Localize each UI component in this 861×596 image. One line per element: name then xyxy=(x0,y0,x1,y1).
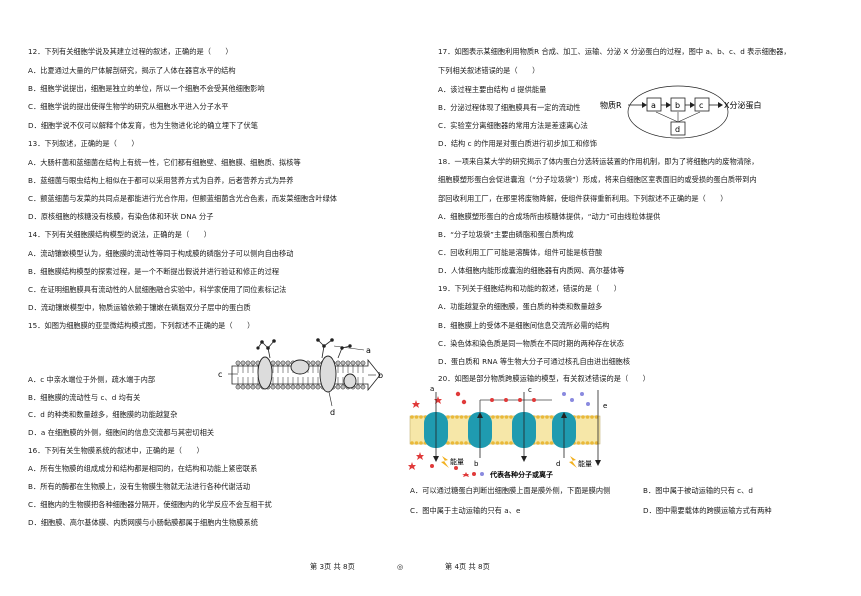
fig20-label-c: c xyxy=(528,386,532,394)
q16-option-b: B．所有的酶都在生物膜上，没有生物膜生物就无法进行各种代谢活动 xyxy=(28,482,251,491)
q13-option-c: C．颤蓝细菌与发菜的共同点是都能进行光合作用，但颤蓝细菌含光合色素，而发菜细胞含… xyxy=(28,194,338,203)
q16-option-a: A．所有生物膜的组成成分和结构都是相同的，在结构和功能上紧密联系 xyxy=(28,464,258,473)
q14-option-b: B．细胞膜结构模型的探索过程，是一个不断提出假说并进行验证和修正的过程 xyxy=(28,267,280,276)
secretion-pathway-figure: 物质R X分泌蛋白 a b c d xyxy=(600,85,761,139)
q12-stem: 12．下列有关细胞学说及其建立过程的叙述，正确的是（ ） xyxy=(28,47,233,56)
q20-option-d: D．图中需要载体的跨膜运输方式有两种 xyxy=(643,506,772,515)
energy-label-right: 能量 xyxy=(578,459,592,468)
q17-option-b: B．分泌过程体现了细胞膜具有一定的流动性 xyxy=(438,103,581,112)
fig-label-c: c xyxy=(218,370,222,379)
q13-option-a: A．大肠杆菌和蓝细菌在结构上有统一性，它们都有细胞壁、细胞膜、细胞质、拟核等 xyxy=(28,158,301,167)
q16-option-c: C．细胞内的生物膜把各种细胞器分隔开，使细胞内的化学反应不会互相干扰 xyxy=(28,500,272,509)
q18-stem-2: 细胞膜塑形蛋白会促进囊泡（“分子垃圾袋”）形成，将来自细胞区室表面旧的或受损的蛋… xyxy=(438,175,757,184)
footer-right-page: 第 4页 共 8页 xyxy=(445,562,490,571)
fig20-label-b: b xyxy=(474,460,479,468)
q14-stem: 14．下列有关细胞膜结构模型的说法，正确的是（ ） xyxy=(28,230,211,239)
q18-option-a: A．细胞膜塑形蛋白的合成场所由核糖体提供，“动力”可由线粒体提供 xyxy=(438,212,661,221)
fig-output-label: X分泌蛋白 xyxy=(724,100,761,110)
fig-box-a: a xyxy=(651,101,656,110)
energy-label-left: 能量 xyxy=(450,457,464,466)
q19-option-a: A．功能越复杂的细胞膜，蛋白质的种类和数量越多 xyxy=(438,302,603,311)
q18-option-c: C．回收利用工厂可能是溶酶体，组件可能是核苷酸 xyxy=(438,248,603,257)
footer-center-mark: ◎ xyxy=(397,562,404,571)
q14-option-a: A．流动镶嵌模型认为，细胞膜的流动性等同于构成膜的磷脂分子可以侧向自由移动 xyxy=(28,249,294,258)
q15-option-a: A．c 中亲水端位于外侧，疏水端于内部 xyxy=(28,375,156,384)
fig-label-d: d xyxy=(330,408,335,417)
q12-option-b: B．细胞学说提出，细胞是独立的单位，所以一个细胞不会受其他细胞影响 xyxy=(28,84,265,93)
q14-option-d: D．流动镶嵌模型中，物质运输依赖于镶嵌在磷脂双分子层中的蛋白质 xyxy=(28,303,251,312)
q16-option-d: D．细胞膜、高尔基体膜、内质网膜与小肠黏膜都属于细胞内生物膜系统 xyxy=(28,518,258,527)
q14-option-c: C．在证明细胞膜具有流动性的人鼠细胞融合实验中，科学家使用了同位素标记法 xyxy=(28,285,287,294)
q20-option-a: A．可以通过糖蛋白判断出细胞膜上面是膜外侧，下面是膜内侧 xyxy=(410,486,611,495)
q19-option-c: C．染色体和染色质是同一物质在不同时期的两种存在状态 xyxy=(438,339,625,348)
fig20-label-d: d xyxy=(556,460,560,468)
q15-option-d: D．a 在细胞膜的外侧，细胞间的信息交流都与其密切相关 xyxy=(28,428,215,437)
fig-label-a: a xyxy=(366,346,371,355)
q12-option-c: C．细胞学说的提出使得生物学的研究从细胞水平进入分子水平 xyxy=(28,102,229,111)
q17-stem-2: 下列相关叙述错误的是（ ） xyxy=(438,66,540,75)
q15-option-b: B．细胞膜的流动性与 c、d 均有关 xyxy=(28,393,141,402)
q18-stem-3: 部回收利用工厂，在那里将废物降解，使组件获得重新利用。下列叙述不正确的是（ ） xyxy=(438,194,728,203)
fig-label-b: b xyxy=(378,371,383,380)
q19-option-d: D．蛋白质和 RNA 等生物大分子可通过核孔自由进出细胞核 xyxy=(438,357,631,366)
fig-box-b: b xyxy=(675,101,680,110)
q20-option-c: C．图中属于主动运输的只有 a、e xyxy=(410,506,521,515)
q19-option-b: B．细胞膜上的受体不是细胞间信息交流所必需的结构 xyxy=(438,321,610,330)
transport-model-figure: 能量 能量 代表各种分子或离子 a b c d e xyxy=(408,386,607,478)
q19-stem: 19．下列关于细胞结构和功能的叙述，错误的是（ ） xyxy=(438,284,621,293)
q13-stem: 13．下列叙述，正确的是（ ） xyxy=(28,139,139,148)
q17-option-a: A．该过程主要由结构 d 提供能量 xyxy=(438,85,547,94)
q17-option-c: C．实验室分离细胞器的常用方法是差速离心法 xyxy=(438,121,588,130)
q20-stem: 20．如图是部分物质跨膜运输的模型，有关叙述错误的是（ ） xyxy=(438,374,650,383)
fig-box-d: d xyxy=(675,125,680,134)
q18-option-d: D．人体细胞内能形成囊泡的细胞器有内质网、高尔基体等 xyxy=(438,266,625,275)
footer-left-page: 第 3页 共 8页 xyxy=(310,562,355,571)
fig20-label-a: a xyxy=(430,386,434,393)
q12-option-a: A．比夏通过大量的尸体解剖研究，揭示了人体在器官水平的结构 xyxy=(28,66,236,75)
q12-option-d: D．细胞学说不仅可以解释个体发育，也为生物进化论的确立埋下了伏笔 xyxy=(28,121,258,130)
q15-option-c: C．d 的种类和数量越多，细胞膜的功能越复杂 xyxy=(28,410,178,419)
membrane-structure-figure: a c b d xyxy=(218,338,383,417)
fig-input-label: 物质R xyxy=(600,100,622,110)
q17-stem-1: 17．如图表示某细胞利用物质R 合成、加工、运输、分泌 X 分泌蛋白的过程，图中… xyxy=(438,47,791,56)
q17-option-d: D．结构 c 的作用是对蛋白质进行初步加工和修饰 xyxy=(438,139,598,148)
fig20-label-e: e xyxy=(603,402,607,410)
q16-stem: 16．下列有关生物膜系统的叙述中，正确的是（ ） xyxy=(28,446,204,455)
fig-box-c: c xyxy=(699,101,703,110)
q18-option-b: B．“分子垃圾袋”主要由磷脂和蛋白质构成 xyxy=(438,230,574,239)
q20-option-b: B．图中属于被动运输的只有 c、d xyxy=(643,486,754,495)
q15-stem: 15．如图为细胞膜的亚显微结构模式图，下列叙述不正确的是（ ） xyxy=(28,321,255,330)
legend-label: 代表各种分子或离子 xyxy=(489,470,553,478)
q18-stem-1: 18．一项来自某大学的研究揭示了体内蛋白分选转运装置的作用机制，即为了将细胞内的… xyxy=(438,157,759,166)
q13-option-b: B．蓝细菌与眼虫结构上相似在于都可以采用营养方式为自养，后者营养方式为异养 xyxy=(28,176,294,185)
q13-option-d: D．原核细胞的核糖没有核膜，有染色体和环状 DNA 分子 xyxy=(28,212,214,221)
